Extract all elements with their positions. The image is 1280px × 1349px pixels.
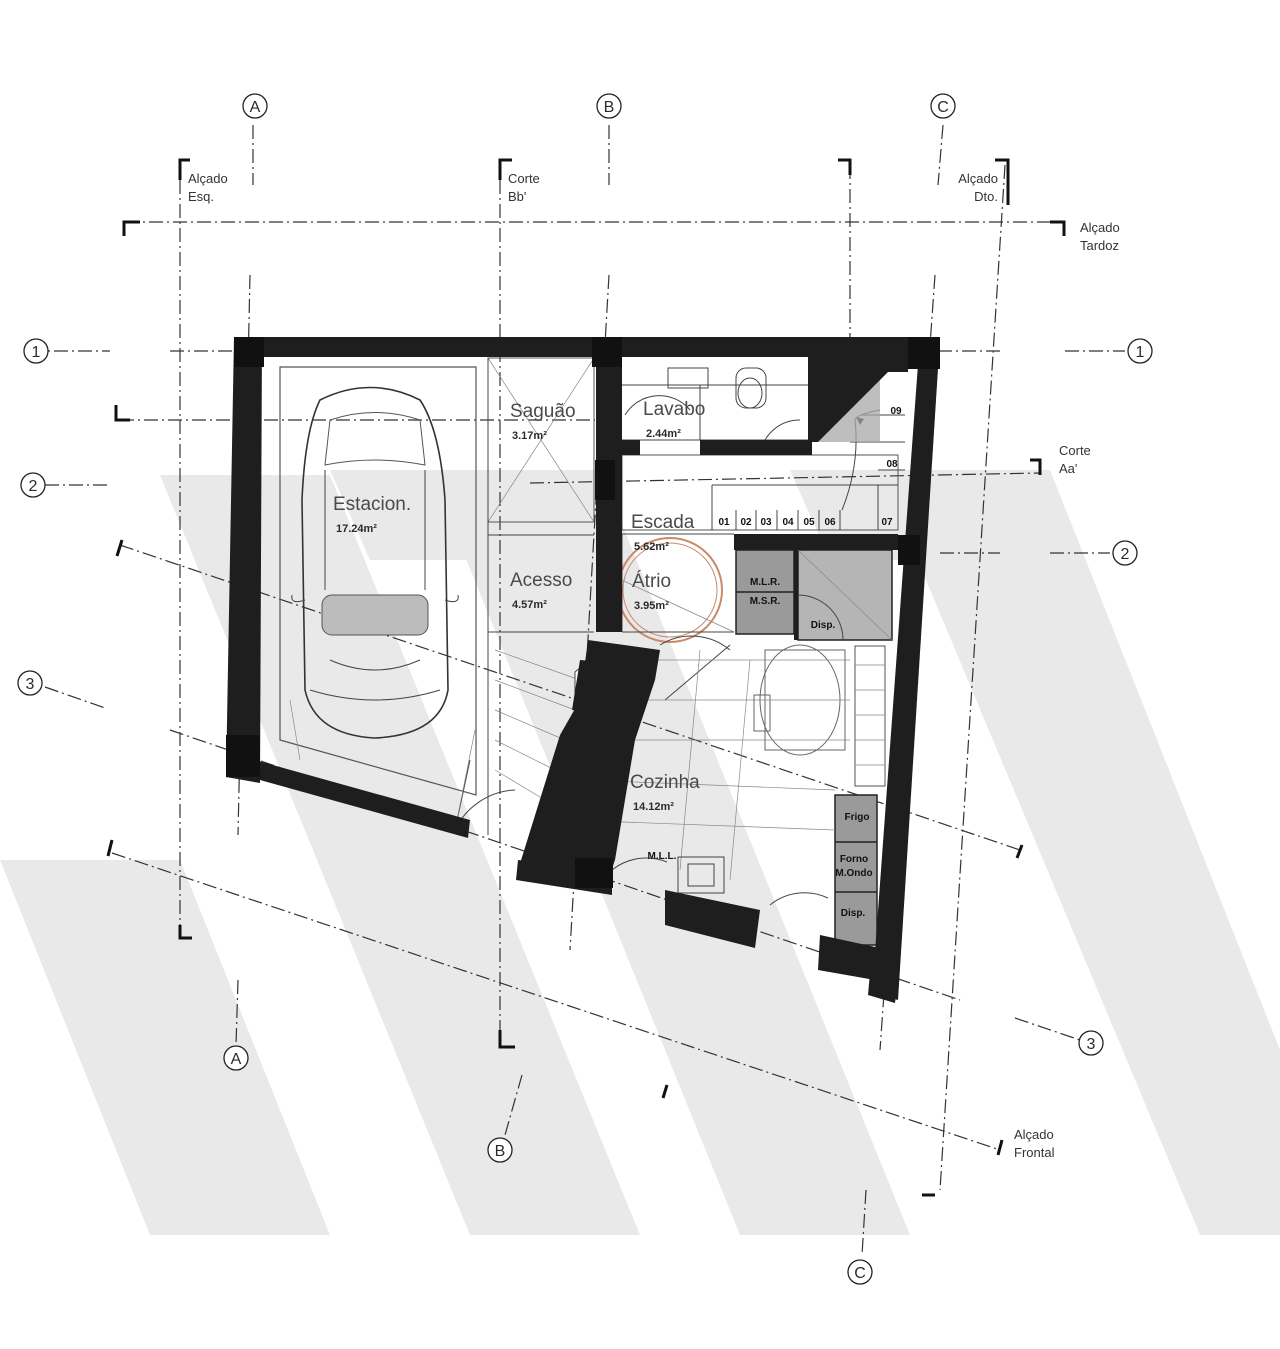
room-saguao-area: 3.17m² (512, 430, 547, 442)
svg-text:C: C (854, 1265, 866, 1282)
room-escada-area: 5.62m² (634, 541, 669, 553)
grid-bubble-1-right: 1 (1127, 338, 1153, 364)
left-elevation-label-1: Alçado (188, 171, 228, 186)
svg-text:1: 1 (1136, 344, 1145, 361)
grid-bubble-3-left: 3 (17, 670, 43, 696)
room-saguao-name: Saguão (510, 401, 576, 422)
left-elevation-label-2: Esq. (188, 189, 214, 204)
rear-elevation-label-2: Tardoz (1080, 238, 1119, 253)
stair-step-01: 01 (718, 517, 730, 528)
right-elevation-label-1: Alçado (958, 171, 998, 186)
right-elevation-label-2: Dto. (974, 189, 998, 204)
stair-step-06: 06 (824, 517, 836, 528)
cut-a-label-2: Aa' (1059, 461, 1077, 476)
mll-label: M.L.L. (648, 851, 677, 862)
cut-b-label-2: Bb' (508, 189, 526, 204)
stair-step-03: 03 (760, 517, 772, 528)
room-lavabo-area: 2.44m² (646, 428, 681, 440)
walls (226, 337, 940, 1003)
grid-bubble-2-left: 2 (20, 472, 46, 498)
svg-text:3: 3 (26, 676, 35, 693)
grid-bubble-a-bottom: A (223, 1045, 249, 1071)
svg-text:A: A (250, 99, 261, 116)
equipment-labels: M.L.R. M.S.R. Disp. Frigo Forno M.Ondo D… (648, 577, 873, 919)
stair-numbers: 01 02 03 04 05 06 07 08 09 (718, 406, 902, 528)
svg-text:C: C (937, 99, 949, 116)
grid-bubble-c-bottom: C (847, 1259, 873, 1285)
room-estacion-area: 17.24m² (336, 523, 377, 535)
msr-label: M.S.R. (750, 596, 781, 607)
disp-lower-label: Disp. (841, 908, 866, 919)
svg-text:B: B (495, 1143, 506, 1160)
svg-text:A: A (231, 1051, 242, 1068)
svg-text:2: 2 (1121, 546, 1130, 563)
forno-label-1: Forno (840, 854, 868, 865)
grid-bubble-1-left: 1 (23, 338, 49, 364)
room-acesso-area: 4.57m² (512, 599, 547, 611)
stair-step-04: 04 (782, 517, 794, 528)
mlr-label: M.L.R. (750, 577, 780, 588)
stair-step-02: 02 (740, 517, 752, 528)
svg-text:2: 2 (29, 478, 38, 495)
grid-bubble-b-bottom: B (487, 1137, 513, 1163)
room-atrio-name: Átrio (632, 571, 671, 592)
watermark-logo (0, 470, 1280, 1235)
svg-text:B: B (604, 99, 615, 116)
grid-bubble-b-top: B (596, 93, 622, 119)
car-icon (291, 386, 459, 739)
grid-bubble-3-right: 3 (1078, 1030, 1104, 1056)
room-cozinha-area: 14.12m² (633, 801, 674, 813)
cut-a-label-1: Corte (1059, 443, 1091, 458)
room-cozinha-name: Cozinha (630, 772, 700, 793)
room-estacion-name: Estacion. (333, 494, 411, 515)
grid-bubbles: A B C A B C 1 1 (17, 93, 1153, 1285)
disp-upper-label: Disp. (811, 620, 836, 631)
svg-text:3: 3 (1087, 1036, 1096, 1053)
section-labels: Alçado Esq. Corte Bb' Alçado Dto. Alçado… (188, 171, 1120, 1160)
frigo-label: Frigo (845, 812, 870, 823)
room-atrio-area: 3.95m² (634, 600, 669, 612)
stair-step-09: 09 (890, 406, 902, 417)
grid-bubble-2-right: 2 (1112, 540, 1138, 566)
cut-b-label-1: Corte (508, 171, 540, 186)
room-labels: Estacion. 17.24m² Saguão 3.17m² Lavabo 2… (333, 399, 705, 813)
grid-bubble-c-top: C (930, 93, 956, 119)
front-elevation-label-2: Frontal (1014, 1145, 1055, 1160)
room-acesso-name: Acesso (510, 570, 572, 591)
forno-label-2: M.Ondo (835, 868, 872, 879)
stair-step-05: 05 (803, 517, 815, 528)
room-lavabo-name: Lavabo (643, 399, 705, 420)
stair-step-08: 08 (886, 459, 898, 470)
section-brackets (106, 158, 1066, 1197)
grid-bubble-a-top: A (242, 93, 268, 119)
rear-elevation-label-1: Alçado (1080, 220, 1120, 235)
stair-step-07: 07 (881, 517, 893, 528)
front-elevation-label-1: Alçado (1014, 1127, 1054, 1142)
room-escada-name: Escada (631, 512, 695, 533)
svg-text:1: 1 (32, 344, 41, 361)
